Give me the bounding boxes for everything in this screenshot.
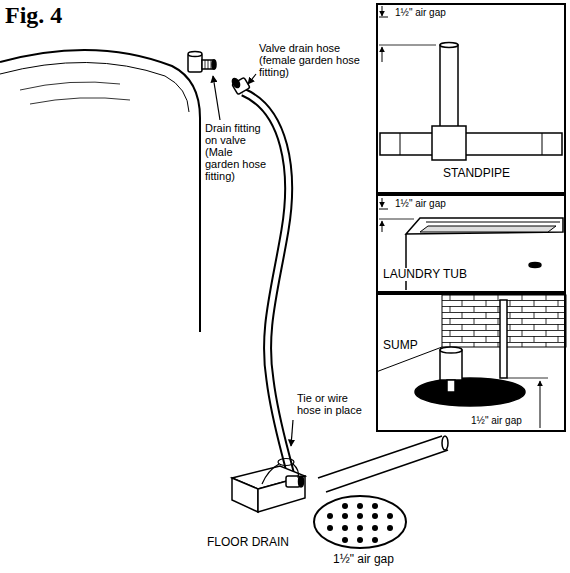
figure-title: Fig. 4 [4,2,63,28]
floor-drain-grate [342,537,348,543]
floor-drain-grate [314,496,406,548]
laundry-tub-drawing [406,218,563,234]
part-name: FLOOR DRAIN [206,536,290,549]
floor-drain-grate [314,496,406,548]
laundry-tub-drawing [379,209,388,210]
hose-fitting [231,77,250,95]
callout-label: Tie or wire hose in place [296,392,374,416]
laundry-tub-drawing [405,234,407,290]
floor-drain-grate [357,503,363,509]
valve [205,60,211,69]
panel-title: STANDPIPE [442,167,511,180]
panel-title: LAUNDRY TUB [382,268,468,281]
floor-drain-grate [327,503,393,543]
water-tank [30,98,130,104]
sump-drawing [440,350,462,380]
hose-end [286,476,304,487]
laundry-tub-drawing [426,222,560,223]
floor-drain-grate [327,525,333,531]
laundry-tub-drawing [379,198,563,290]
floor-drain-grate [372,503,378,509]
dimension-label: 1½" air gap [394,7,447,18]
callout-label: Valve drain hose (female garden hose fit… [258,42,370,78]
water-tank [20,82,120,90]
floor-drain-grate [387,525,393,531]
water-tank [0,50,200,332]
floor-drain-grate [372,513,378,519]
sump-drawing [447,380,455,392]
floor-drain-block [258,476,305,512]
floor-drain-grate [372,525,378,531]
standpipe-drawing [382,6,383,16]
tie-wire [293,464,298,478]
floor-pipe [326,450,448,492]
standpipe-drawing [380,133,562,155]
floor-drain-grate [327,513,333,519]
floor-drain-grate [357,537,363,543]
standpipe-drawing [379,6,562,160]
tie-wire [278,459,294,466]
standpipe-drawing [440,45,458,135]
water-tank [0,62,189,112]
standpipe-drawing [400,133,542,155]
inset-panel: SUMP 1½" air gap [376,293,566,432]
standpipe-drawing [432,126,466,160]
laundry-tub-drawing [382,198,383,207]
tie-wire [262,459,298,485]
floor-drain-grate [342,503,348,509]
leader-arrows [248,74,256,84]
valve [212,60,216,69]
laundry-tub-drawing [529,263,541,268]
water-tank [0,50,200,332]
valve [188,52,202,57]
panel-title: SUMP [382,339,419,352]
floor-pipe [442,436,448,450]
callout-label: Drain fitting on valve (Male garden hose… [204,122,268,182]
laundry-tub-drawing [420,226,556,232]
sump-drawing [540,381,541,428]
standpipe-drawing [440,43,458,48]
laundry-tub-drawing [379,219,414,220]
valve [188,52,216,73]
standpipe-drawing [382,47,383,62]
floor-pipe [318,436,448,492]
floor-drain-grate [372,537,378,543]
inset-panel: 1½" air gapSTANDPIPE [376,3,566,194]
tie-wire [262,464,279,484]
leader-arrows [213,76,220,120]
floor-drain-grate [357,525,363,531]
floor-drain-grate [387,513,393,519]
dimension-label: 1½" air gap [332,553,395,566]
hose-fitting [231,77,241,89]
floor-pipe [318,436,442,478]
standpipe-drawing [379,45,436,46]
inset-panel: 1½" air gapLAUNDRY TUB [376,194,566,293]
sump-drawing [440,347,462,353]
floor-drain-grate [357,513,363,519]
standpipe-drawing [379,17,388,18]
hose-end [299,476,304,487]
dimension-label: 1½" air gap [394,198,447,209]
leader-arrows [291,420,293,446]
sump-drawing [415,378,525,406]
sump-drawing [500,300,507,378]
floor-drain-block [232,478,258,512]
sump-drawing [507,378,548,379]
laundry-tub-drawing [382,221,383,232]
floor-drain-grate [342,525,348,531]
floor-drain-grate [342,513,348,519]
dimension-label: 1½" air gap [470,415,523,426]
sump-drawing [376,295,566,428]
